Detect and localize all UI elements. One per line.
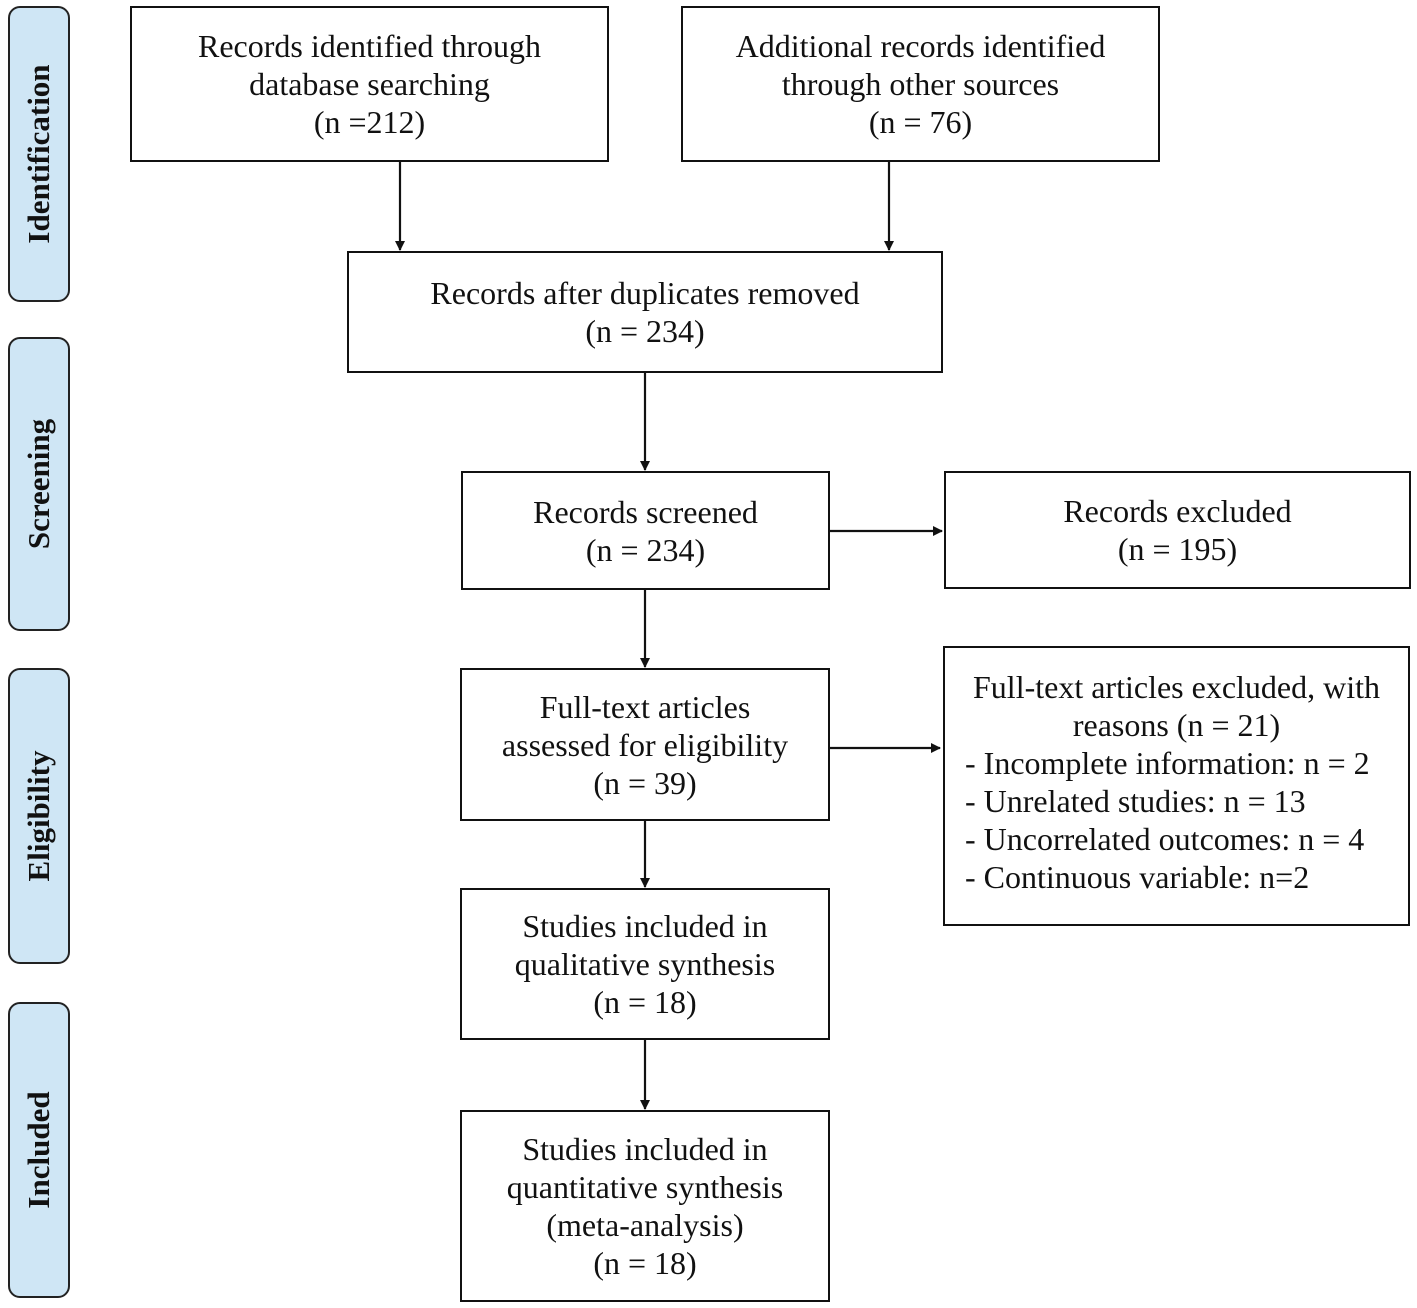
exclusion-reason: - Unrelated studies: n = 13	[965, 783, 1306, 819]
box-line: database searching	[249, 66, 490, 102]
box-line: (n = 18)	[593, 984, 697, 1020]
box-line: through other sources	[781, 66, 1060, 102]
box-line: Studies included in	[522, 1131, 768, 1167]
exclusion-reason: - Uncorrelated outcomes: n = 4	[965, 821, 1365, 857]
phase-screening: Screening	[8, 337, 70, 631]
box-line: (n = 76)	[868, 104, 973, 140]
box-line: reasons (n = 21)	[1072, 707, 1281, 743]
box-line: Studies included in	[522, 908, 768, 944]
fulltext-excluded-box: Full-text articles excluded, with reason…	[943, 646, 1410, 926]
after-duplicates-box: Records after duplicates removed (n = 23…	[347, 251, 943, 373]
box-line: (n = 39)	[593, 764, 697, 801]
exclusion-reason: - Incomplete information: n = 2	[965, 745, 1370, 781]
qualitative-synthesis-box: Studies included in qualitative synthesi…	[460, 888, 830, 1040]
box-line: quantitative synthesis	[506, 1169, 784, 1205]
box-line: Full-text articles	[539, 688, 751, 725]
fulltext-assessed-box: Full-text articles assessed for eligibil…	[460, 668, 830, 821]
box-line: (n = 234)	[585, 313, 705, 349]
box-line: Records excluded	[1063, 493, 1292, 529]
records-screened-box: Records screened (n = 234)	[461, 471, 830, 590]
phase-included: Included	[8, 1002, 70, 1298]
box-line: (n = 195)	[1117, 531, 1238, 567]
other-sources-box: Additional records identified through ot…	[681, 6, 1160, 162]
box-line: assessed for eligibility	[501, 726, 789, 763]
box-line: Records screened	[533, 493, 758, 530]
box-line: (n = 234)	[585, 531, 706, 568]
exclusion-reason: - Continuous variable: n=2	[965, 859, 1310, 895]
quantitative-synthesis-box: Studies included in quantitative synthes…	[460, 1110, 830, 1302]
box-line: Full-text articles excluded, with	[973, 669, 1380, 705]
box-line: Records after duplicates removed	[430, 275, 860, 311]
box-line: (n = 18)	[593, 1245, 697, 1281]
phase-eligibility: Eligibility	[8, 668, 70, 964]
box-line: (meta-analysis)	[546, 1207, 744, 1243]
phase-identification: Identification	[8, 6, 70, 302]
box-line: Additional records identified	[735, 28, 1106, 64]
box-line: qualitative synthesis	[514, 946, 776, 982]
box-line: (n =212)	[313, 104, 426, 140]
database-search-box: Records identified through database sear…	[130, 6, 609, 162]
records-excluded-box: Records excluded (n = 195)	[944, 471, 1411, 589]
box-line: Records identified through	[197, 28, 542, 64]
